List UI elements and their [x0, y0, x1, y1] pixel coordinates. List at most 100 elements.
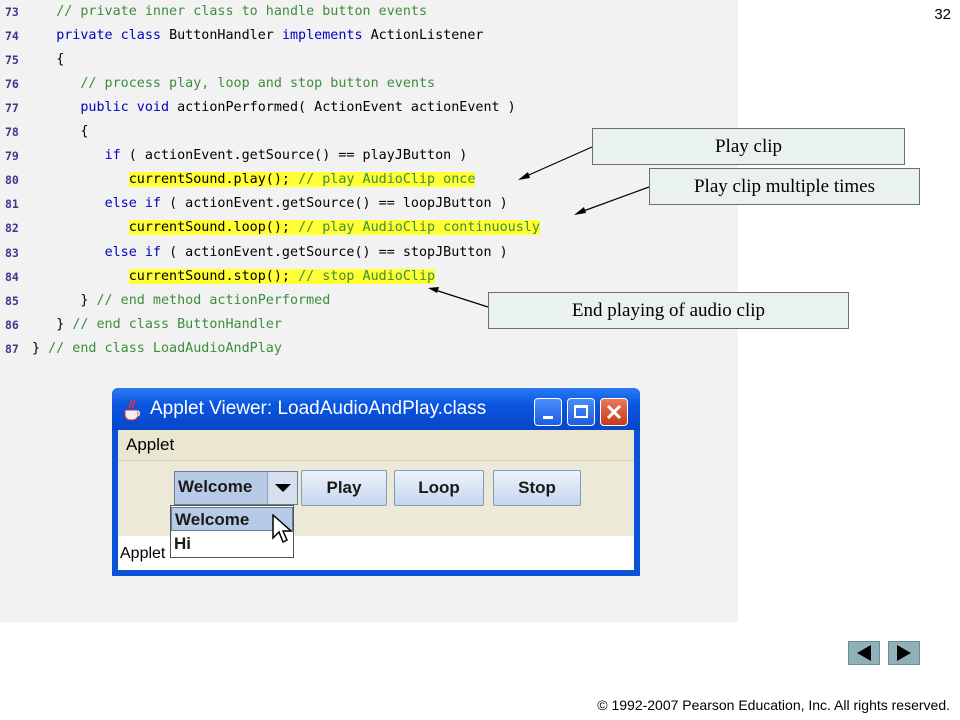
close-icon	[606, 404, 622, 420]
maximize-button[interactable]	[567, 398, 595, 426]
code-token: ( actionEvent.getSource() == loopJButton…	[169, 196, 508, 212]
line-number: 78	[5, 125, 19, 140]
chevron-down-icon	[275, 484, 291, 492]
code-token: if	[104, 148, 129, 164]
code-token: // end class ButtonHandler	[72, 316, 282, 332]
code-token: // play AudioClip once	[298, 172, 476, 188]
java-cup-icon	[124, 399, 141, 421]
code-line: 86 } // end class ButtonHandler	[0, 314, 738, 336]
code-line: 84 currentSound.stop(); // stop AudioCli…	[0, 266, 738, 288]
loop-button[interactable]: Loop	[394, 470, 484, 506]
code-line: 79 if ( actionEvent.getSource() == playJ…	[0, 145, 738, 167]
maximize-icon	[574, 405, 588, 418]
code-token: ButtonHandler	[169, 28, 282, 44]
stop-button[interactable]: Stop	[493, 470, 581, 506]
code-token: else if	[104, 196, 170, 212]
code-line: 74 private class ButtonHandler implement…	[0, 25, 738, 47]
code-token: {	[56, 52, 65, 68]
mouse-cursor-icon	[272, 514, 293, 544]
next-slide-button[interactable]	[888, 641, 920, 665]
code-token: // end method actionPerformed	[96, 292, 331, 308]
code-token: ActionListener	[370, 28, 484, 44]
code-token: ( actionEvent.getSource() == stopJButton…	[169, 244, 508, 260]
callout-play-multiple: Play clip multiple times	[649, 168, 920, 205]
arrow-loop	[577, 186, 650, 214]
code-token: {	[80, 124, 89, 140]
code-token: implements	[281, 28, 371, 44]
line-number: 83	[5, 245, 19, 260]
code-text: } // end method actionPerformed	[32, 290, 330, 312]
code-token: // play AudioClip continuously	[298, 220, 540, 236]
callout-play-clip: Play clip	[592, 128, 905, 165]
callout-end-playing: End playing of audio clip	[488, 292, 849, 329]
arrow-play	[521, 146, 593, 179]
line-number: 84	[5, 269, 19, 284]
code-token: currentSound.stop();	[128, 268, 299, 284]
combo-dropdown-button[interactable]	[267, 472, 297, 504]
code-line: 81 else if ( actionEvent.getSource() == …	[0, 193, 738, 215]
code-line: 85 } // end method actionPerformed	[0, 290, 738, 312]
page-number: 32	[934, 6, 951, 23]
code-token: // private inner class to handle button …	[56, 4, 428, 19]
line-number: 73	[5, 5, 19, 19]
code-token: ( actionEvent.getSource() == playJButton…	[128, 148, 468, 164]
code-text: currentSound.play(); // play AudioClip o…	[32, 169, 476, 191]
code-line: 77 public void actionPerformed( ActionEv…	[0, 97, 738, 119]
code-text: else if ( actionEvent.getSource() == loo…	[32, 193, 508, 215]
callout-play-clip-text: Play clip	[714, 136, 783, 157]
code-text: else if ( actionEvent.getSource() == sto…	[32, 242, 508, 264]
code-token: actionPerformed( ActionEvent actionEvent…	[177, 100, 516, 116]
code-text: currentSound.stop(); // stop AudioClip	[32, 266, 436, 288]
dropdown-option-hi[interactable]: Hi	[174, 534, 191, 553]
code-line: 87} // end class LoadAudioAndPlay	[0, 338, 738, 360]
code-text: currentSound.loop(); // play AudioClip c…	[32, 217, 540, 239]
code-token: public void	[80, 100, 178, 116]
code-token: }	[32, 340, 49, 356]
copyright-notice: © 1992-2007 Pearson Education, Inc. All …	[597, 697, 950, 713]
code-text: // private inner class to handle button …	[32, 1, 427, 23]
menu-applet[interactable]: Applet	[126, 435, 175, 454]
code-line: 73 // private inner class to handle butt…	[0, 1, 738, 23]
close-button[interactable]	[600, 398, 628, 426]
code-line: 80 currentSound.play(); // play AudioCli…	[0, 169, 738, 191]
code-line: 83 else if ( actionEvent.getSource() == …	[0, 242, 738, 264]
line-number: 74	[5, 29, 19, 44]
line-number: 80	[5, 173, 19, 188]
code-text: public void actionPerformed( ActionEvent…	[32, 97, 516, 119]
code-token: currentSound.play();	[128, 172, 299, 188]
code-line: 78 {	[0, 121, 738, 143]
play-button[interactable]: Play	[301, 470, 387, 506]
minimize-icon	[543, 416, 553, 419]
line-number: 82	[5, 221, 19, 236]
line-number: 79	[5, 149, 19, 164]
code-text: {	[32, 49, 64, 71]
code-token: // stop AudioClip	[298, 268, 436, 284]
code-text: private class ButtonHandler implements A…	[32, 25, 484, 47]
arrowhead-stop	[428, 287, 439, 293]
line-number: 81	[5, 197, 19, 212]
window-title: Applet Viewer: LoadAudioAndPlay.class	[150, 398, 487, 419]
callout-end-playing-text: End playing of audio clip	[571, 300, 766, 321]
code-token: // end class LoadAudioAndPlay	[48, 340, 282, 356]
code-text: if ( actionEvent.getSource() == playJBut…	[32, 145, 468, 167]
triangle-right-icon	[897, 645, 911, 661]
code-token: }	[80, 292, 97, 308]
window-title-bar[interactable]: Applet Viewer: LoadAudioAndPlay.class	[112, 388, 640, 430]
code-line: 76 // process play, loop and stop button…	[0, 73, 738, 95]
minimize-button[interactable]	[534, 398, 562, 426]
line-number: 86	[5, 317, 19, 332]
combo-selected-value: Welcome	[178, 477, 253, 496]
arrow-stop	[431, 288, 489, 308]
line-number: 87	[5, 341, 19, 356]
arrowhead-loop	[574, 207, 586, 215]
code-text: // process play, loop and stop button ev…	[32, 73, 435, 95]
line-number: 76	[5, 77, 19, 92]
previous-slide-button[interactable]	[848, 641, 880, 665]
code-text: } // end class ButtonHandler	[32, 314, 282, 336]
triangle-left-icon	[857, 645, 871, 661]
code-token: private class	[56, 28, 170, 44]
code-token: // process play, loop and stop button ev…	[80, 76, 436, 92]
sound-combo-box[interactable]: Welcome	[174, 471, 298, 505]
line-number: 85	[5, 293, 19, 308]
